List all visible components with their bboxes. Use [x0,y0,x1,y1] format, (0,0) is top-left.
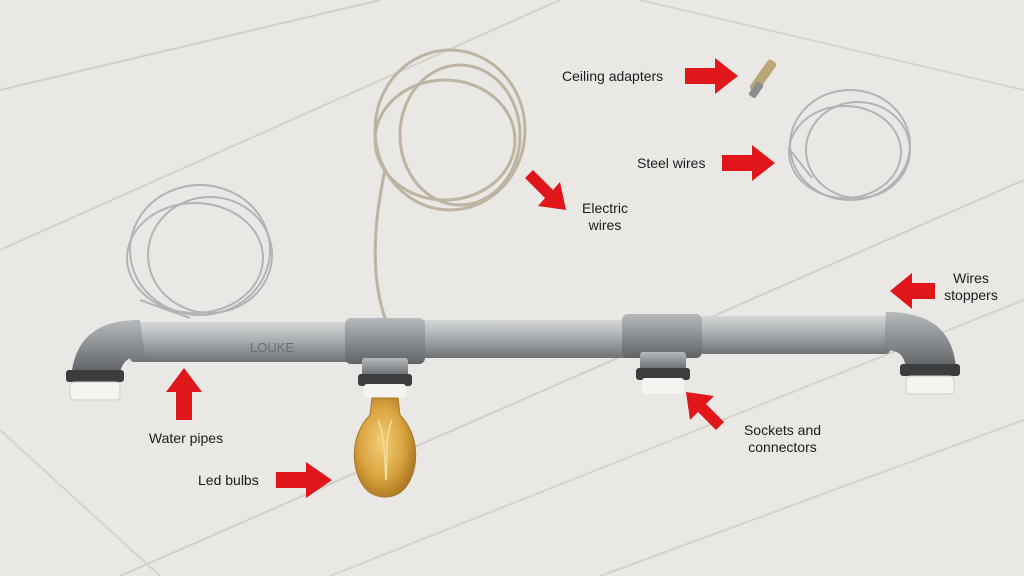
arrow-electric-wires [525,170,566,210]
pipe-marking: LOUKE [250,340,294,355]
arrow-wires-stoppers [890,273,935,309]
ceiling-adapters [748,59,777,99]
arrow-led-bulbs [276,462,332,498]
steel-wire-coil-left [126,184,273,319]
water-pipe-assembly: LOUKE [66,312,960,401]
label-steel-wires: Steel wires [637,155,706,171]
electric-wire-coil [373,48,527,319]
arrow-water-pipes [166,368,202,420]
arrow-sockets-connectors [686,392,724,430]
label-sockets-connectors: Sockets and connectors [743,422,822,455]
label-ceiling-adapters: Ceiling adapters [562,68,664,84]
label-wires-stoppers: Wires stoppers [944,270,998,303]
arrow-steel-wires [722,145,775,181]
annotation-arrows [166,58,935,498]
arrow-ceiling-adapters [685,58,738,94]
steel-wire-coil-right [788,89,911,201]
led-bulb [353,397,417,498]
label-water-pipes: Water pipes [148,430,224,446]
label-led-bulbs: Led bulbs [198,472,259,488]
label-electric-wires: Electric wires [582,200,628,233]
